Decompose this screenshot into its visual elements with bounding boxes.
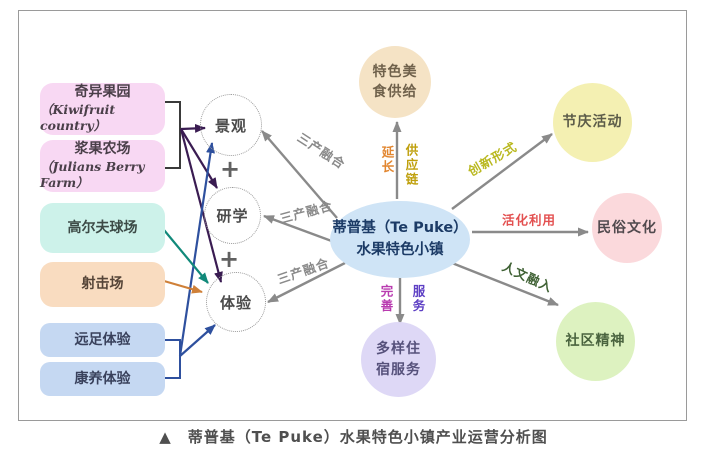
edge-label-supply-chain: 供应链 [403,143,419,187]
node-line1: 民俗文化 [597,219,657,236]
caption-triangle-icon: ▲ [159,428,172,446]
node-line1: 特色美 [372,63,418,80]
node-line1: 多样住 [376,341,421,358]
box-subtitle: （Julians Berry Farm） [40,158,145,191]
arrow-hub-to-community [451,261,559,307]
arrow-hub-to-yanxue [263,214,338,245]
arrow-farms-to-yanxue [180,128,218,189]
node-landscape: 景观 [200,94,262,156]
box-hiking-experience: 远足体验 [40,323,165,357]
experience-arrows [178,142,216,357]
box-title: 浆果农场 [74,140,131,157]
node-line1: 社区精神 [565,333,626,350]
box-title: 奇异果园 [74,83,131,100]
hub-arrows [261,121,589,325]
node-community-spirit: 社区精神 [556,302,635,381]
plus-sign: + [218,245,240,273]
arrow-experiences-to-tiyan [179,324,216,357]
node-line2: 食供给 [372,84,418,100]
box-title: 远足体验 [74,331,131,348]
box-kiwifruit-orchard: 奇异果园 （Kiwifruit country） [40,83,165,135]
node-label: 研学 [216,207,249,225]
edge-label-extend: 延长 [379,145,395,175]
node-diverse-lodging: 多样住 宿服务 [361,322,436,397]
arrow-hub-to-festival [451,133,553,210]
hub-te-puke: 蒂普基（Te Puke） 水果特色小镇 [330,201,470,278]
arrow-experiences-to-jingguan [178,142,215,357]
box-golf-course: 高尔夫球场 [40,203,165,253]
box-wellness-experience: 康养体验 [40,362,165,396]
node-experience: 体验 [206,272,266,332]
arrow-shooting-to-tiyan [163,279,203,294]
node-specialty-food: 特色美 食供给 [359,46,431,118]
plus-sign: + [219,155,241,183]
node-label: 景观 [214,116,247,135]
box-subtitle: （Kiwifruit country） [40,101,116,134]
arrow-hub-to-jingguan [261,130,338,219]
node-line2: 宿服务 [376,361,421,378]
bracket-farms [165,101,181,169]
arrow-farms-to-tiyan [179,128,223,283]
box-title: 射击场 [81,276,124,293]
node-folk-culture: 民俗文化 [592,193,662,263]
hub-line2: 水果特色小镇 [356,241,444,258]
node-festival-events: 节庆活动 [553,83,632,162]
node-study: 研学 [204,187,261,244]
box-title: 高尔夫球场 [67,219,138,236]
arrow-golf-to-tiyan [163,229,209,284]
arrow-hub-to-tiyan [267,261,346,304]
caption-text: 蒂普基（Te Puke）水果特色小镇产业运营分析图 [187,428,548,446]
node-line1: 节庆活动 [562,114,623,131]
box-berry-farm: 浆果农场 （Julians Berry Farm） [40,140,165,192]
bracket-experiences [165,339,181,379]
hub-line1: 蒂普基（Te Puke） [332,219,468,236]
edge-label-improve: 完善 [378,284,394,314]
edge-label-revitalize-use: 活化利用 [501,212,557,228]
node-label: 体验 [219,293,252,312]
figure-caption: ▲ 蒂普基（Te Puke）水果特色小镇产业运营分析图 [0,426,707,447]
box-title: 康养体验 [74,370,131,387]
box-shooting-range: 射击场 [40,262,165,307]
edge-label-service: 服务 [410,284,426,314]
